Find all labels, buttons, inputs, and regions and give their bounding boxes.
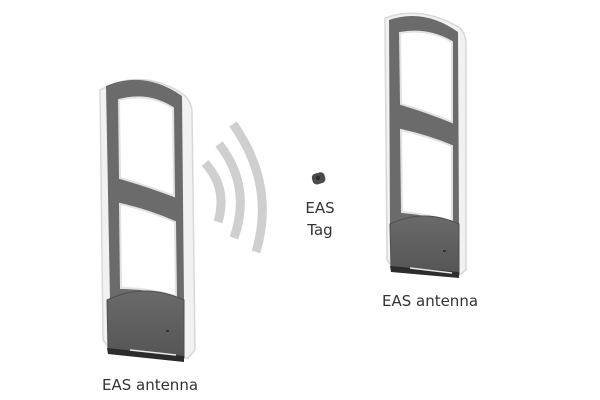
signal-waves-icon xyxy=(201,121,267,254)
left-antenna-label: EAS antenna xyxy=(101,376,199,394)
tag-label-line2: Tag xyxy=(307,221,333,239)
tag-label-line1: EAS xyxy=(305,199,335,217)
left-antenna-icon xyxy=(99,78,196,362)
right-antenna-label: EAS antenna xyxy=(381,292,479,310)
tag-label: EAS Tag xyxy=(290,197,350,241)
eas-tag-icon xyxy=(311,172,326,185)
right-antenna-icon xyxy=(384,12,467,278)
